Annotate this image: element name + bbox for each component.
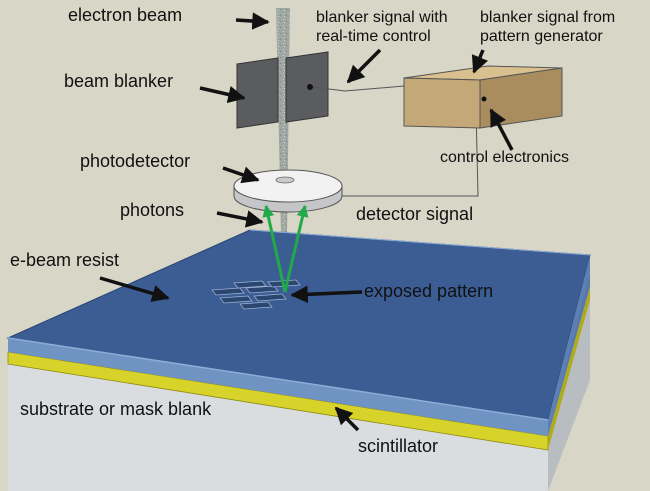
label-scintillator: scintillator <box>358 436 439 456</box>
label-exposed-pattern: exposed pattern <box>364 281 494 301</box>
label-photodetector: photodetector <box>80 151 191 171</box>
label-e-beam-resist: e-beam resist <box>10 250 120 270</box>
wafer-stack <box>6 229 591 491</box>
label-beam-blanker: beam blanker <box>64 71 174 91</box>
label-detector-signal: detector signal <box>356 204 474 224</box>
label-blanker-signal-pattern-line1: blanker signal from <box>480 9 616 26</box>
beam-blanker-plates <box>236 51 329 129</box>
label-blanker-signal-realtime-line1: blanker signal with <box>316 9 448 26</box>
label-blanker-signal-pattern: blanker signal from pattern generator <box>480 8 615 46</box>
label-blanker-signal-realtime: blanker signal with real-time control <box>316 8 448 46</box>
label-control-electronics: control electronics <box>440 149 569 166</box>
resist-top-edge <box>548 255 590 436</box>
pointer-arrows <box>99 12 514 432</box>
control-electronics-box <box>403 65 563 129</box>
scintillator-side-face <box>548 287 590 450</box>
label-substrate: substrate or mask blank <box>20 399 212 419</box>
label-blanker-signal-pattern-line2: pattern generator <box>480 28 603 45</box>
substrate-side-face <box>548 300 590 491</box>
substrate-front-face <box>8 364 548 491</box>
label-electron-beam: electron beam <box>68 5 183 25</box>
photon-arrows <box>262 204 309 293</box>
photodetector-ring <box>233 169 343 213</box>
lower-resist-front-face <box>8 338 548 436</box>
label-blanker-signal-realtime-line2: real-time control <box>316 28 431 45</box>
label-photons: photons <box>120 200 185 220</box>
